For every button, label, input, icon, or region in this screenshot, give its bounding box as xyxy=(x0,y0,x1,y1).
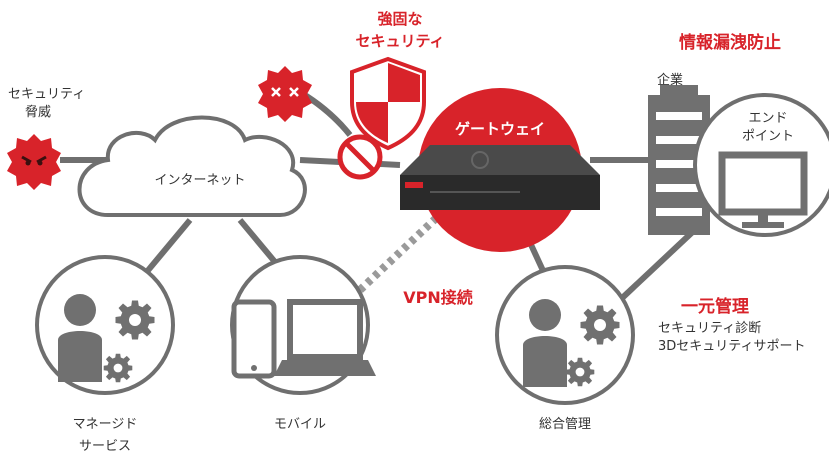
person-icon xyxy=(58,294,102,382)
internet-label: インターネット xyxy=(154,173,246,188)
gear-icon xyxy=(565,357,595,387)
monitor-icon xyxy=(718,151,808,228)
dead-virus-icon xyxy=(258,66,312,122)
mobile-label: モバイル xyxy=(273,417,326,432)
prohibited-icon xyxy=(337,134,383,180)
smartphone-icon xyxy=(231,299,277,379)
person-icon xyxy=(523,299,567,387)
gateway-label: ゲートウェイ xyxy=(454,120,545,138)
general-management-label: 総合管理 xyxy=(538,417,591,432)
vpn-label: VPN接続 xyxy=(403,288,473,307)
angry-virus-icon xyxy=(7,134,61,190)
internet-cloud xyxy=(77,115,307,217)
building-icon xyxy=(648,85,710,235)
managed-service-label: マネージドサービス xyxy=(72,417,138,454)
laptop-icon xyxy=(274,299,376,376)
threat-label: セキュリティ脅威 xyxy=(8,87,86,120)
endpoint-label: エンドポイント xyxy=(741,111,794,144)
strong-security-label: 強固なセキュリティ xyxy=(355,10,445,50)
gear-icon xyxy=(103,353,133,383)
managed-service-circle xyxy=(35,255,175,395)
unified-label: 一元管理 xyxy=(681,297,749,317)
gear-icon xyxy=(580,305,620,345)
gateway-router-icon xyxy=(400,145,600,210)
shield-icon xyxy=(350,56,426,151)
leak-prevention-label: 情報漏洩防止 xyxy=(679,33,781,53)
company-label: 企業 xyxy=(656,73,683,88)
gear-icon xyxy=(115,300,155,340)
